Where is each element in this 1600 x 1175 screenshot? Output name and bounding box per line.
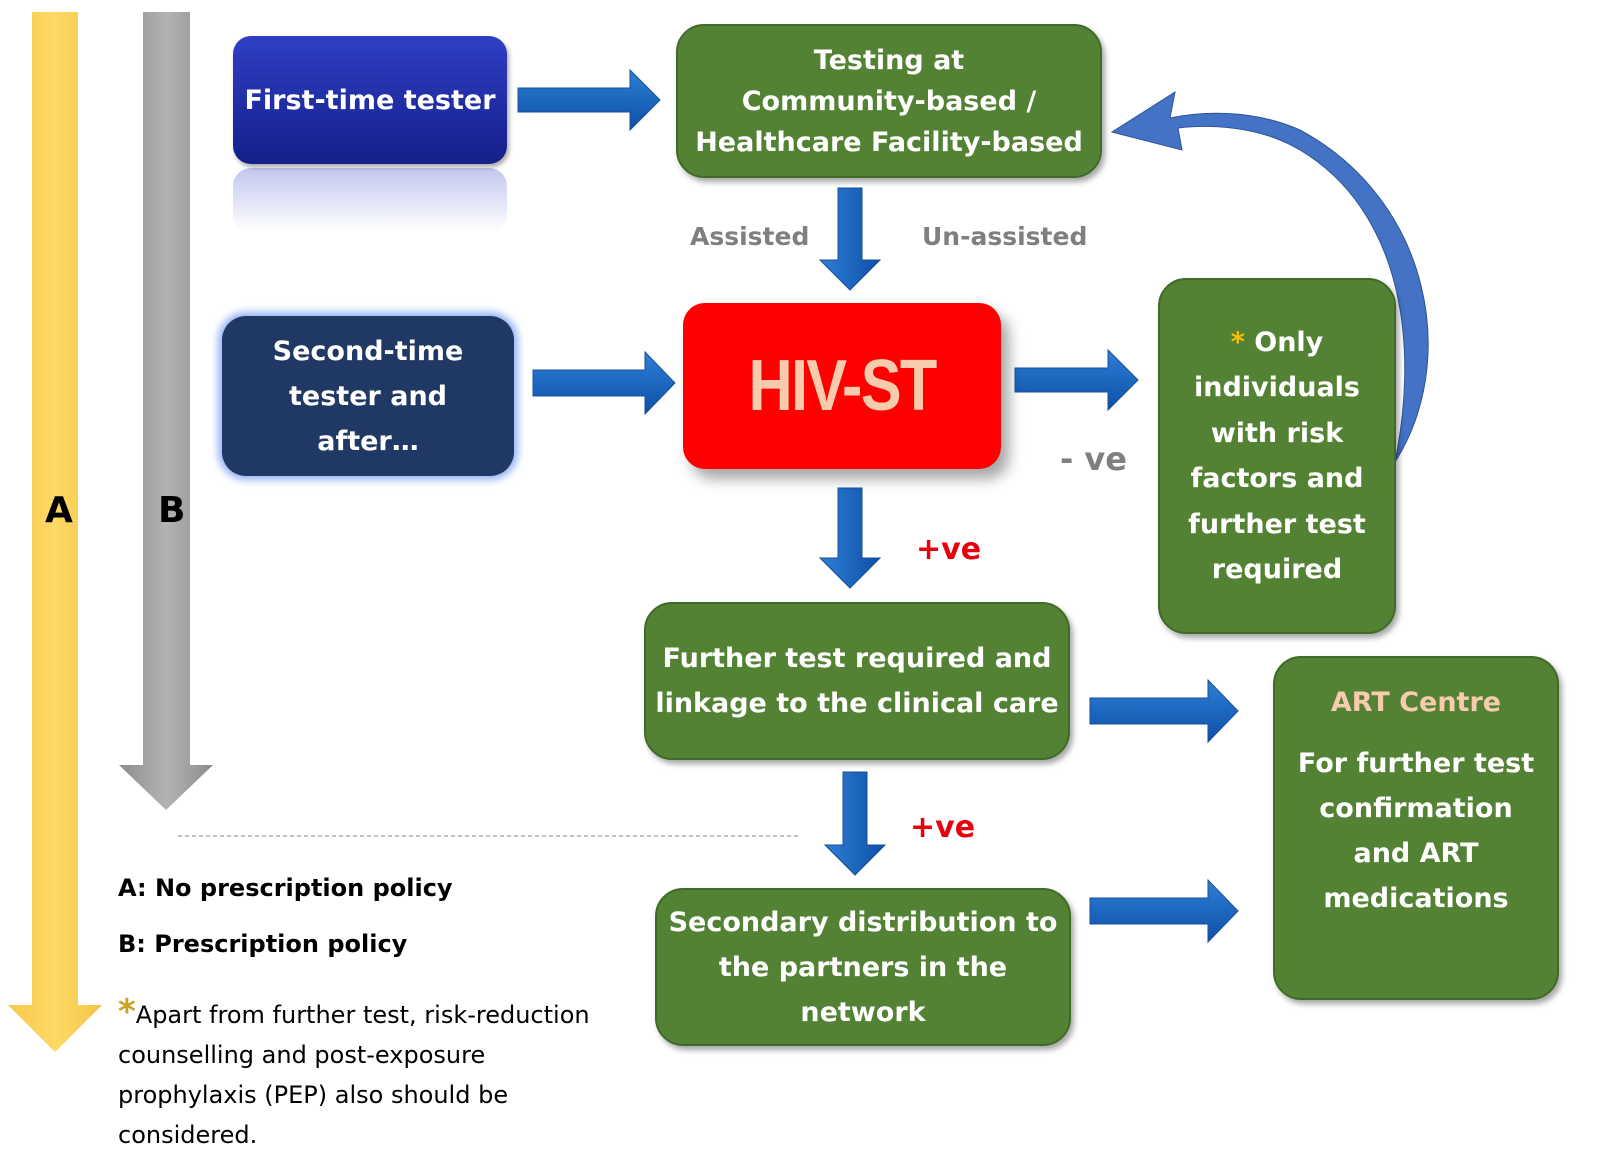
arrow-hivst-to-further <box>818 487 882 589</box>
label-positive-2: +ve <box>910 810 976 845</box>
testing-line2: Community-based / <box>741 85 1037 117</box>
second-time-line2: tester and <box>289 380 447 412</box>
arrow-b-label: B <box>158 490 186 531</box>
first-time-reflection <box>233 168 507 232</box>
node-hivst: HIV-ST <box>683 303 1001 469</box>
further-line1: Further test required and <box>662 643 1052 674</box>
arrow-secondary-to-art <box>1089 878 1239 944</box>
only-line3: with risk <box>1210 417 1344 449</box>
art-title: ART Centre <box>1330 687 1502 718</box>
label-negative: - ve <box>1060 440 1127 478</box>
only-line2: individuals <box>1193 372 1360 403</box>
note-line1: Apart from further test, risk-reduction <box>135 1001 590 1029</box>
node-secondary-distribution: Secondary distribution to the partners i… <box>655 888 1071 1046</box>
note-line3: prophylaxis (PEP) also should be <box>118 1081 509 1109</box>
label-unassisted: Un-assisted <box>922 222 1088 251</box>
first-time-text: First-time tester <box>244 84 496 116</box>
label-assisted: Assisted <box>690 222 810 251</box>
only-line6: required <box>1211 554 1343 585</box>
node-art-centre: ART Centre For further test confirmation… <box>1273 656 1559 1000</box>
only-line1-wrap: * Only <box>1231 320 1324 366</box>
arrow-b <box>119 12 213 810</box>
legend-a: A: No prescription policy <box>118 874 453 902</box>
secondary-line3: network <box>800 996 926 1028</box>
arrow-a-label: A <box>45 490 73 531</box>
node-testing: Testing at Community-based / Healthcare … <box>676 24 1102 178</box>
star-icon: * <box>1230 326 1245 358</box>
only-line4: factors and <box>1190 463 1364 494</box>
art-line1: For further test <box>1297 748 1535 779</box>
testing-line1: Testing at <box>813 44 965 76</box>
secondary-line1: Secondary distribution to <box>668 906 1058 938</box>
art-line3: and ART <box>1353 838 1479 869</box>
node-only-individuals: * Only individuals with risk factors and… <box>1158 278 1396 634</box>
node-second-time-tester: Second-time tester and after… <box>222 316 514 476</box>
note-line4: considered. <box>118 1121 258 1149</box>
further-line2: linkage to the clinical care <box>655 688 1059 719</box>
note-star-icon: * <box>118 992 136 1032</box>
art-line4: medications <box>1323 883 1509 914</box>
only-line1: Only <box>1254 326 1324 358</box>
second-time-line3: after… <box>317 425 419 457</box>
second-time-line1: Second-time <box>272 335 464 367</box>
arrow-hivst-to-only <box>1014 348 1139 412</box>
label-positive-1: +ve <box>916 532 982 567</box>
arrow-further-to-secondary <box>823 771 887 876</box>
arrow-a <box>8 12 102 1052</box>
node-first-time-tester: First-time tester <box>233 36 507 164</box>
note-line1-wrap: *Apart from further test, risk-reduction <box>118 992 638 1035</box>
arrow-second-to-hivst <box>532 350 676 416</box>
only-line5: further test <box>1188 508 1366 540</box>
arrow-further-to-art <box>1089 678 1239 744</box>
testing-line3: Healthcare Facility-based <box>695 126 1083 158</box>
legend-b: B: Prescription policy <box>118 930 408 958</box>
note-line2: counselling and post-exposure <box>118 1041 486 1069</box>
secondary-line2: the partners in the <box>718 951 1008 983</box>
arrow-testing-to-hivst <box>818 187 882 291</box>
legend-note: *Apart from further test, risk-reduction… <box>118 992 638 1155</box>
arrow-only-to-testing-curved <box>1110 90 1429 463</box>
art-line2: confirmation <box>1319 793 1513 824</box>
arrow-first-to-testing <box>517 68 661 132</box>
node-further-test: Further test required and linkage to the… <box>644 602 1070 760</box>
hivst-text: HIV-ST <box>748 346 937 426</box>
